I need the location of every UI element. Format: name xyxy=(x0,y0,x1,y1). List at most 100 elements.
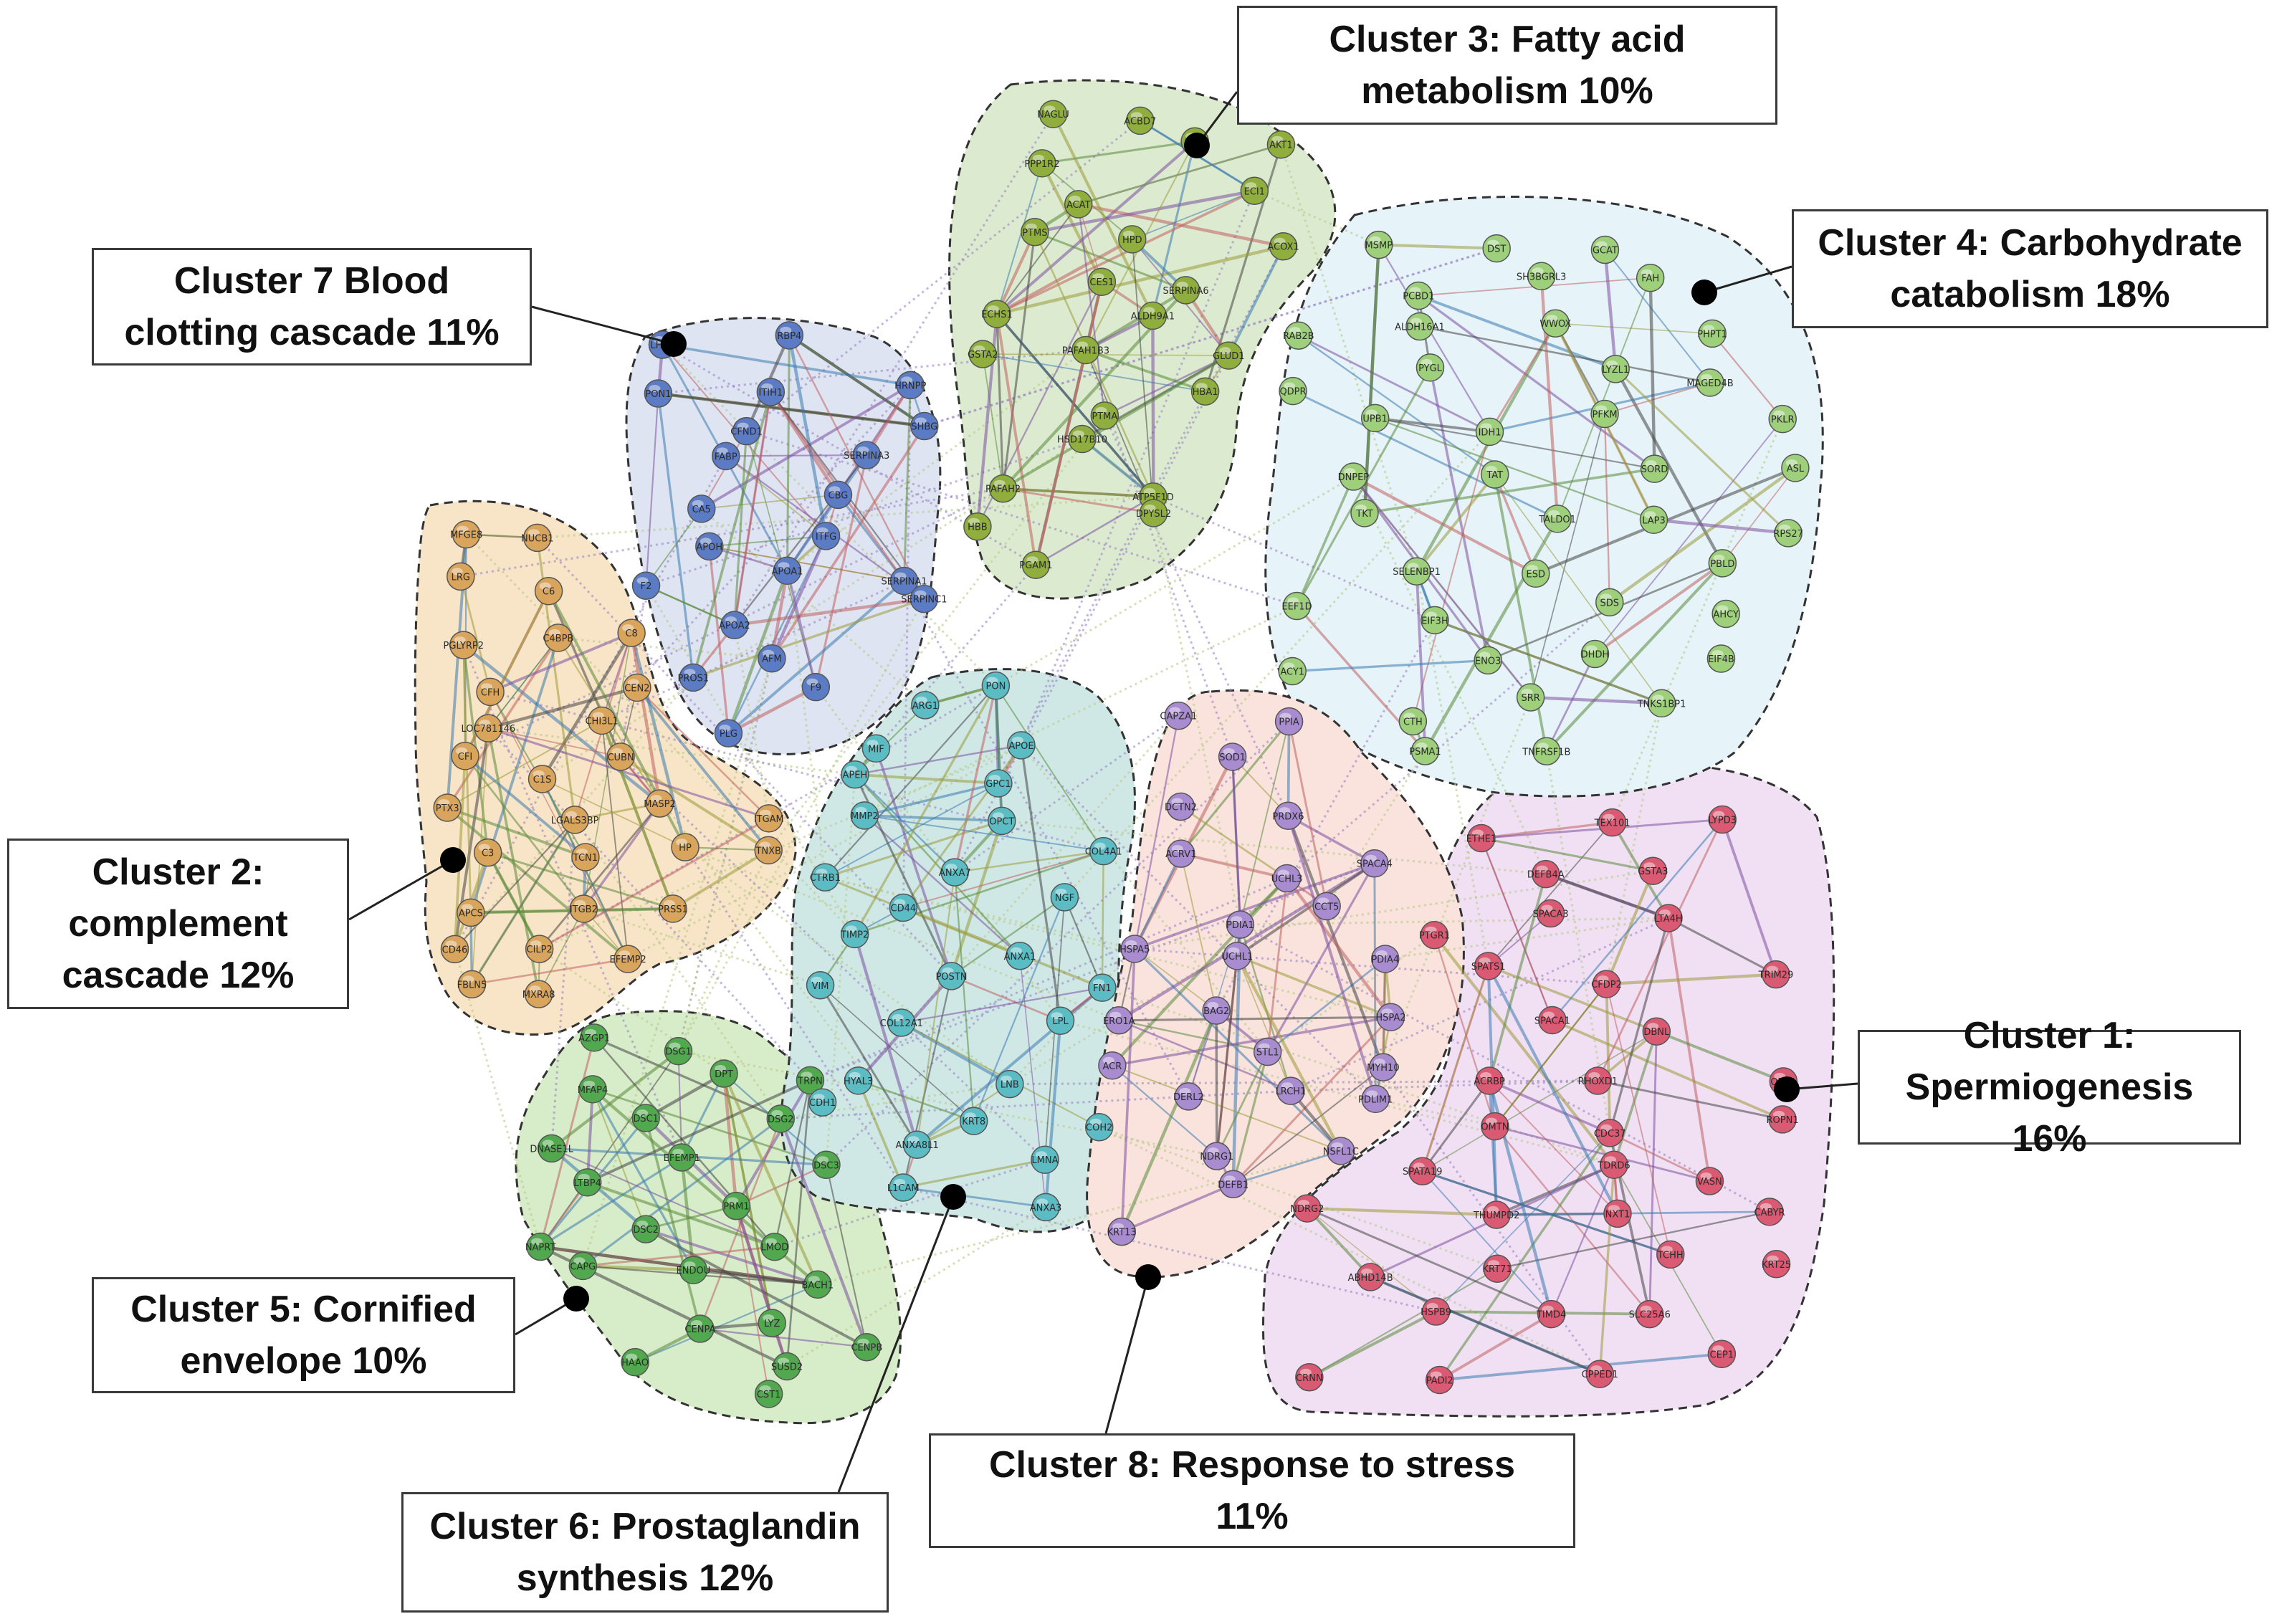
node-pafah2 xyxy=(988,474,1018,503)
node-highlight xyxy=(461,904,473,912)
inter-edge xyxy=(487,727,811,1081)
node-label: PADI2 xyxy=(1426,1375,1453,1386)
node-pdlim1 xyxy=(1361,1084,1390,1114)
node-highlight xyxy=(763,1314,775,1322)
edge xyxy=(874,747,953,977)
node-label: CDH1 xyxy=(809,1098,836,1109)
node-label: KRT25 xyxy=(1762,1260,1791,1271)
node-label: NAGLU xyxy=(1037,110,1069,120)
node-highlight xyxy=(1000,1075,1012,1083)
node-label: SPACA1 xyxy=(1534,1016,1570,1026)
edge xyxy=(646,585,735,626)
node-label: LRG xyxy=(452,572,470,583)
node-highlight xyxy=(1644,511,1656,519)
edge xyxy=(601,720,629,960)
node-label: EFEMP2 xyxy=(610,955,646,965)
node-fah xyxy=(1636,263,1665,292)
node-lta4h xyxy=(1654,904,1683,932)
cluster-outline-c2 xyxy=(414,500,797,1036)
inter-edge xyxy=(1325,750,1426,907)
node-echs1 xyxy=(983,300,1011,328)
edge xyxy=(1494,1125,1710,1183)
node-highlight xyxy=(1095,406,1107,414)
node-highlight xyxy=(1597,975,1609,983)
node-bag2 xyxy=(1202,996,1231,1025)
node-dhdh xyxy=(1580,639,1610,669)
node-pklr xyxy=(1768,404,1797,434)
node-highlight xyxy=(1600,593,1612,601)
node-trpn xyxy=(796,1066,825,1095)
node-highlight xyxy=(445,940,457,948)
edge xyxy=(1489,1080,1618,1215)
edge xyxy=(462,645,472,913)
node-highlight xyxy=(1487,1206,1499,1214)
node-highlight xyxy=(915,590,927,598)
node-label: SH3BGRL3 xyxy=(1517,272,1567,282)
node-highlight xyxy=(716,447,728,455)
edge xyxy=(1615,368,1790,534)
node-itih1 xyxy=(756,378,786,406)
node-highlight xyxy=(1766,965,1778,973)
edge xyxy=(1378,243,1497,250)
edge xyxy=(1307,1207,1552,1315)
node-highlight xyxy=(1355,504,1367,512)
edge xyxy=(1422,1170,1671,1256)
edge xyxy=(786,570,818,688)
edge xyxy=(725,454,867,457)
node-highlight xyxy=(1344,468,1356,476)
edge xyxy=(1133,853,1183,950)
node-highlight xyxy=(1415,742,1428,750)
node-label: STL1 xyxy=(1256,1048,1279,1059)
edge xyxy=(824,684,997,878)
node-lpl xyxy=(1046,1006,1075,1035)
node-label: EIF3H xyxy=(1421,616,1448,626)
node-cfnd1 xyxy=(732,416,761,446)
node-cbg xyxy=(823,480,853,510)
edge xyxy=(1288,721,1328,907)
inter-edge xyxy=(1280,144,1418,572)
edge xyxy=(1494,983,1608,1127)
node-serpinc1 xyxy=(909,584,939,613)
edge xyxy=(550,1050,679,1150)
node-dnpep xyxy=(1339,462,1368,491)
node-label: CEP1 xyxy=(1710,1350,1734,1360)
edge xyxy=(864,814,1021,957)
node-highlight xyxy=(1092,273,1104,281)
node-prm1 xyxy=(722,1191,751,1221)
node-label: PKLR xyxy=(1771,415,1795,426)
node-label: MMP2 xyxy=(851,811,879,822)
inter-edge xyxy=(1099,1126,1600,1375)
node-highlight xyxy=(1713,811,1725,818)
node-highlight xyxy=(1652,694,1664,702)
node-f2 xyxy=(631,571,661,600)
node-highlight xyxy=(1365,409,1378,417)
node-highlight xyxy=(1094,842,1106,850)
edge xyxy=(735,1079,812,1207)
node-label: MFGE8 xyxy=(450,530,482,541)
edge xyxy=(1494,474,1663,704)
node-highlight xyxy=(1287,597,1299,605)
node-shbg xyxy=(910,411,939,441)
node-tex101 xyxy=(1598,808,1627,837)
node-highlight xyxy=(1176,281,1188,289)
node-hrnpp xyxy=(896,371,925,400)
node-label: HPD xyxy=(1122,235,1142,246)
cluster-nodes-c3: NAGLUACBD7PPP1R2DDTAKT1ACATECI1PTMSHPDAC… xyxy=(963,100,1299,579)
node-tkt xyxy=(1350,499,1379,527)
edge xyxy=(788,334,925,428)
inter-edge xyxy=(1060,1019,1615,1166)
node-dpt xyxy=(710,1059,738,1088)
node-highlight xyxy=(1032,154,1044,162)
node-gsta3 xyxy=(1638,856,1668,885)
node-highlight xyxy=(1112,1223,1125,1231)
edge xyxy=(1423,517,1560,753)
anchor-dot-c5 xyxy=(563,1286,589,1312)
node-label: ITIH1 xyxy=(759,388,783,398)
node-sds xyxy=(1595,588,1624,617)
node-highlight xyxy=(684,669,696,677)
edge xyxy=(1603,414,1610,603)
edge xyxy=(825,1165,868,1347)
inter-edge xyxy=(780,1089,1291,1120)
inter-edge xyxy=(601,384,912,722)
node-label: ALDH9A1 xyxy=(1131,311,1175,322)
